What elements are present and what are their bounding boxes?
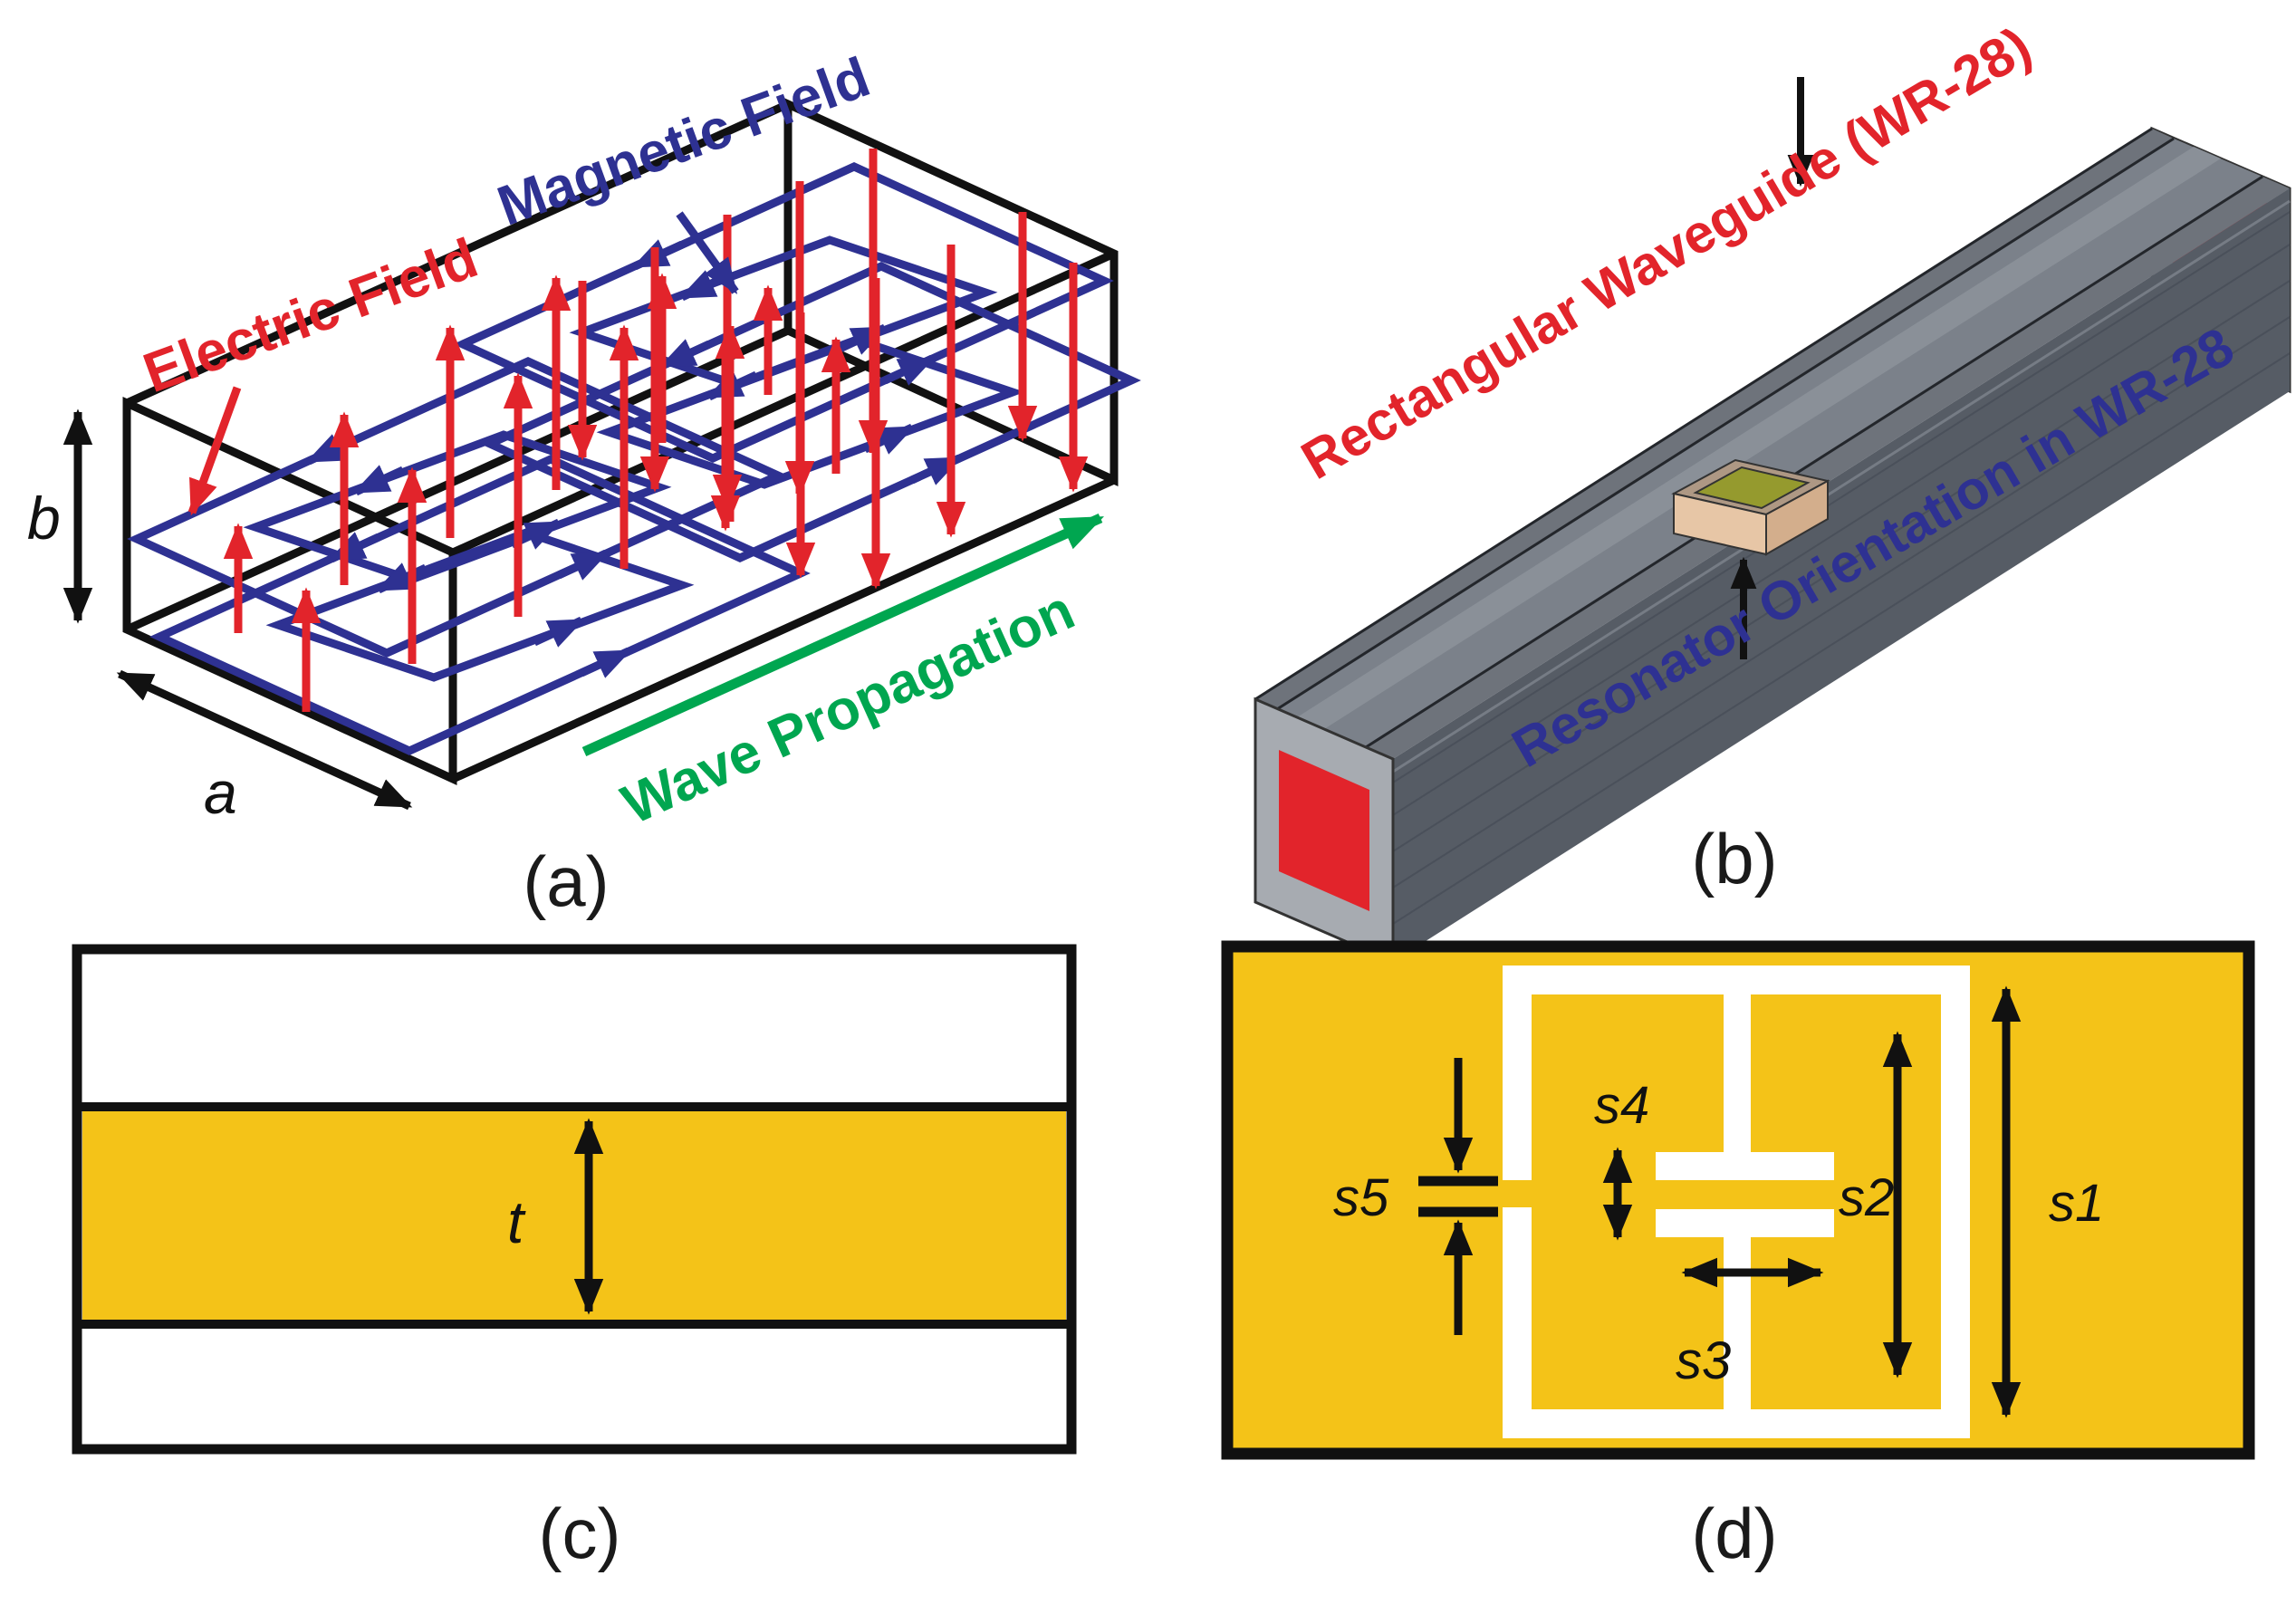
electric-field-pointer-arrow bbox=[187, 386, 242, 516]
metal-layer bbox=[82, 1107, 1066, 1324]
dim-a-label: a bbox=[204, 759, 237, 826]
dim-s4-label: s4 bbox=[1594, 1076, 1649, 1135]
waveguide-channel-highlight bbox=[1297, 147, 2221, 729]
waveguide-top-left-wall bbox=[1255, 129, 2174, 709]
magnetic-field-pointer-arrow bbox=[676, 211, 739, 294]
b-dimension-arrow: b bbox=[27, 408, 93, 624]
dim-s5-label: s5 bbox=[1333, 1168, 1389, 1227]
dim-s3-label: s3 bbox=[1676, 1331, 1731, 1390]
electric-field-label: Electric Field bbox=[136, 226, 485, 405]
panel-c: t (c) bbox=[72, 944, 1077, 1573]
slot-ring-left-upper bbox=[1503, 966, 1532, 1180]
slot-ring-left-lower bbox=[1503, 1207, 1532, 1438]
a-dimension-arrow: a bbox=[116, 669, 413, 826]
panel-a-tag: (a) bbox=[523, 841, 609, 921]
panel-b: Rectangular Waveguide (WR-28) Resonator … bbox=[1254, 15, 2291, 965]
panel-c-tag: (c) bbox=[539, 1494, 621, 1573]
wave-propagation-arrow: Wave Propagation bbox=[581, 513, 1105, 837]
slot-ring-right bbox=[1941, 966, 1970, 1438]
t-dimension-arrow: t bbox=[507, 1118, 604, 1315]
dim-s2-label: s2 bbox=[1839, 1168, 1894, 1227]
s2-dimension-arrow: s2 bbox=[1839, 1031, 1913, 1379]
dim-b-label: b bbox=[27, 485, 61, 552]
panel-d-tag: (d) bbox=[1691, 1494, 1777, 1573]
resonator-right-face bbox=[1765, 479, 1829, 556]
slot-finger-upper bbox=[1656, 1152, 1834, 1180]
s1-dimension-arrow: s1 bbox=[1991, 985, 2104, 1418]
slot-center-upper bbox=[1724, 987, 1751, 1152]
s3-dimension-arrow: s3 bbox=[1676, 1257, 1824, 1390]
waveguide-3d bbox=[1254, 126, 2291, 965]
panel-d: s1 s2 s3 s4 s5 (d) bbox=[1221, 940, 2255, 1573]
waveguide-top-right-wall bbox=[1366, 177, 2290, 759]
panel-b-tag: (b) bbox=[1691, 819, 1777, 898]
magnetic-field-label: Magnetic Field bbox=[490, 46, 878, 238]
dim-s1-label: s1 bbox=[2049, 1174, 2104, 1233]
resonator-top-olive bbox=[1693, 466, 1811, 510]
waveguide-box-wireframe bbox=[122, 97, 1119, 786]
resonator-chip bbox=[1671, 458, 1830, 556]
electric-field-arrows bbox=[223, 149, 1089, 712]
waveguide-near-aperture bbox=[1279, 750, 1369, 911]
slot-finger-lower bbox=[1656, 1209, 1834, 1237]
panel-a: b a Electric Field Magnetic Field Wave P… bbox=[27, 46, 1141, 921]
s4-dimension-arrow: s4 bbox=[1594, 1076, 1649, 1241]
s5-dimension-indicator: s5 bbox=[1333, 1058, 1498, 1335]
dim-t-label: t bbox=[507, 1188, 526, 1255]
waveguide-side-face bbox=[1393, 188, 2290, 962]
